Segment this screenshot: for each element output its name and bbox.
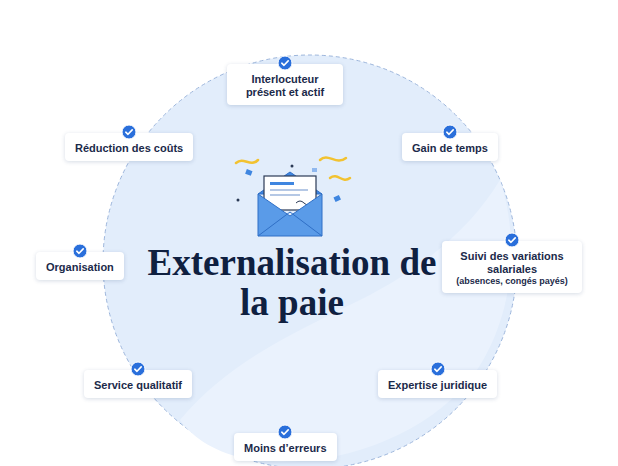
check-icon: [504, 232, 520, 248]
feature-box: Interlocuteur présent et actif: [227, 64, 343, 105]
check-icon: [277, 424, 293, 440]
check-icon: [430, 361, 446, 377]
feature-box: Service qualitatif: [84, 370, 192, 398]
feature-label: Gain de temps: [412, 142, 488, 155]
light-blob: [180, 180, 511, 462]
feature-label: Expertise juridique: [388, 379, 487, 392]
feature-box: Suivi des variations salariales(absences…: [442, 241, 582, 293]
feature-box: Expertise juridique: [378, 370, 497, 398]
feature-label: Service qualitatif: [94, 379, 182, 392]
feature-label: Interlocuteur présent et actif: [237, 73, 333, 99]
check-icon: [130, 361, 146, 377]
check-icon: [72, 243, 88, 259]
check-icon: [277, 55, 293, 71]
feature-box: Organisation: [36, 252, 124, 280]
feature-label: Moins d’erreurs: [244, 442, 327, 455]
feature-box: Gain de temps: [402, 133, 498, 161]
check-icon: [442, 124, 458, 140]
diagram-title: Externalisation de la paie: [147, 243, 437, 323]
feature-label: Réduction des coûts: [75, 142, 183, 155]
feature-label: Organisation: [46, 261, 114, 274]
feature-box: Réduction des coûts: [65, 133, 193, 161]
feature-box: Moins d’erreurs: [234, 433, 337, 461]
check-icon: [121, 124, 137, 140]
envelope-illustration: [236, 157, 350, 236]
feature-note: (absences, congés payés): [452, 276, 572, 287]
feature-label: Suivi des variations salariales: [452, 250, 572, 276]
